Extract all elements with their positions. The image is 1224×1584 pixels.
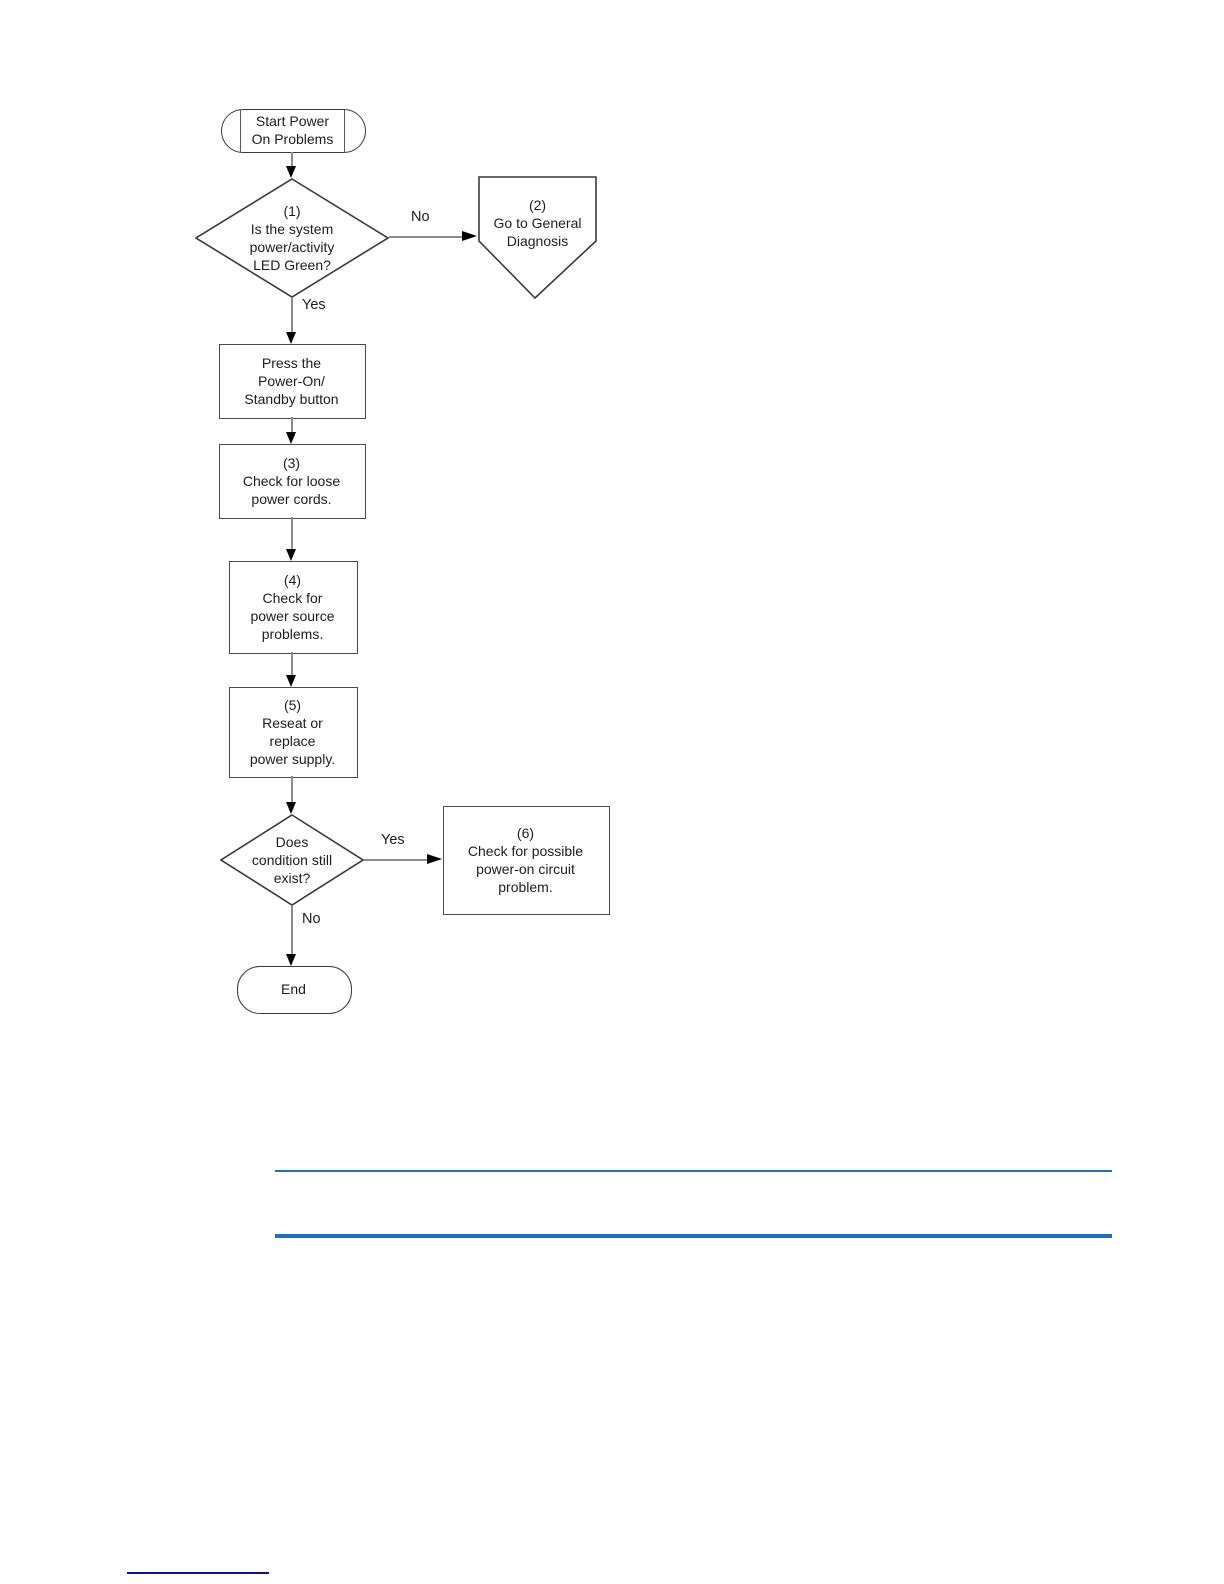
- edge-decision2-to-end: [291, 905, 293, 955]
- edge-start-to-decision1: [291, 152, 293, 167]
- diamond-shape: [195, 178, 389, 298]
- arrowhead-down-icon: [286, 675, 296, 687]
- arrowhead-down-icon: [286, 432, 296, 444]
- edge-label-yes: Yes: [302, 297, 326, 313]
- edge-label-no: No: [411, 209, 430, 225]
- step4-box: [229, 561, 358, 654]
- edge-decision1-to-press: [291, 298, 293, 333]
- footnote-rule: [127, 1572, 269, 1574]
- edge-label-yes: Yes: [381, 832, 405, 848]
- offpage2-label: (2) Go to General Diagnosis: [493, 197, 582, 249]
- step6-label: (6) Check for possible power-on circuit …: [467, 824, 584, 895]
- edge-label-no: No: [302, 911, 321, 927]
- edge-decision2-to-step6: [364, 859, 428, 861]
- step-press-label: Press the Power-On/ Standby button: [244, 354, 339, 407]
- start-terminator: [221, 109, 366, 153]
- step3-box: [219, 444, 366, 519]
- decision1-label: (1) Is the system power/activity LED Gre…: [249, 203, 335, 273]
- edge-step5-to-decision2: [291, 776, 293, 803]
- arrowhead-down-icon: [286, 954, 296, 966]
- edge-decision1-to-offpage2: [389, 236, 463, 238]
- arrowhead-down-icon: [286, 802, 296, 814]
- step5-box: [229, 687, 358, 778]
- arrowhead-right-icon: [462, 231, 477, 241]
- step-press-box: [219, 344, 366, 419]
- step5-label: (5) Reseat or replace power supply.: [249, 696, 336, 767]
- edge-step4-to-step5: [291, 652, 293, 676]
- arrowhead-down-icon: [286, 166, 296, 178]
- step6-box: [443, 806, 610, 915]
- edge-press-to-step3: [291, 417, 293, 434]
- decision2-label: Does condition still exist?: [251, 834, 333, 886]
- decision1-diamond: [195, 178, 389, 298]
- section-divider-thin: [275, 1170, 1112, 1172]
- start-terminator-label: Start Power On Problems: [251, 113, 334, 147]
- section-divider-thick: [275, 1234, 1112, 1238]
- arrowhead-down-icon: [286, 332, 296, 344]
- step3-label: (3) Check for loose power cords.: [242, 454, 341, 507]
- terminator-cap-line: [343, 110, 345, 152]
- pentagon-shape: [478, 176, 597, 300]
- arrowhead-right-icon: [427, 854, 442, 864]
- terminator-cap-line: [240, 110, 242, 152]
- end-terminator-label: End: [281, 981, 306, 997]
- step4-label: (4) Check for power source problems.: [250, 571, 335, 642]
- edge-step3-to-step4: [291, 517, 293, 550]
- offpage2-pentagon: [478, 176, 597, 300]
- arrowhead-down-icon: [286, 549, 296, 561]
- end-terminator: [237, 966, 352, 1014]
